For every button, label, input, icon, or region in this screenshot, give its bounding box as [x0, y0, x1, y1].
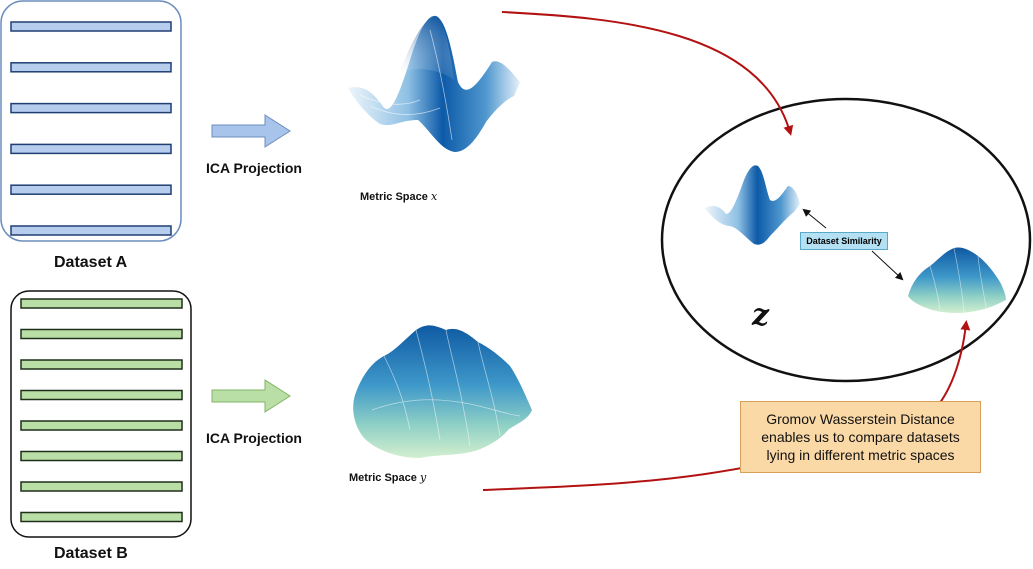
dataset-b-bar-6: [20, 450, 183, 462]
metric-space-y-label: Metric Space y: [349, 471, 426, 484]
dataset-b-bar-2: [20, 328, 183, 340]
dataset-a-bar-4: [10, 143, 172, 155]
dataset-a-bar-6: [10, 225, 172, 236]
metric-space-x-symbol: x: [430, 190, 438, 203]
embedded-y-surface: [908, 247, 1006, 313]
dataset-b-frame: [10, 290, 192, 538]
dataset-b-bars: [20, 298, 183, 523]
note-line-2: enables us to compare datasets: [761, 429, 960, 445]
metric-space-y-text: Metric Space: [349, 472, 417, 484]
dataset-a-title: Dataset A: [54, 254, 128, 271]
dataset-b-bar-8: [20, 511, 183, 523]
dataset-a-bar-3: [10, 102, 172, 114]
similarity-arrow-lower: [871, 250, 904, 281]
dataset-b-bar-4: [20, 389, 183, 401]
connector-x-to-z: [501, 11, 794, 136]
metric-space-x-label: Metric Space x: [360, 190, 437, 203]
dataset-b-title: Dataset B: [54, 545, 128, 562]
common-space-symbol: z: [752, 298, 770, 333]
projection-a-label: ICA Projection: [206, 160, 302, 176]
gromov-wasserstein-note: Gromov Wasserstein Distance enables us t…: [740, 401, 981, 473]
projection-b-arrow: [211, 379, 291, 413]
note-line-1: Gromov Wasserstein Distance: [766, 411, 955, 427]
dataset-a-frame: [0, 0, 182, 242]
metric-space-x-text: Metric Space: [360, 191, 428, 203]
metric-space-y-symbol: y: [419, 471, 427, 484]
similarity-arrow-upper: [802, 208, 827, 229]
projection-a-arrow: [211, 114, 291, 148]
embedded-x-surface: [705, 165, 800, 245]
projection-b-label: ICA Projection: [206, 430, 302, 446]
note-line-3: lying in different metric spaces: [766, 447, 955, 463]
dataset-b-bar-1: [20, 298, 183, 309]
dataset-b-bar-5: [20, 420, 183, 431]
dataset-a-bar-2: [10, 62, 172, 73]
dataset-b-bar-3: [20, 359, 183, 370]
dataset-a-bar-5: [10, 184, 172, 195]
metric-space-x-surface: [348, 15, 520, 152]
metric-space-y-surface: [353, 325, 532, 458]
dataset-similarity-label: Dataset Similarity: [800, 232, 888, 250]
dataset-a-bar-1: [10, 21, 172, 32]
dataset-b-bar-7: [20, 481, 183, 492]
dataset-a-bars: [10, 21, 172, 236]
